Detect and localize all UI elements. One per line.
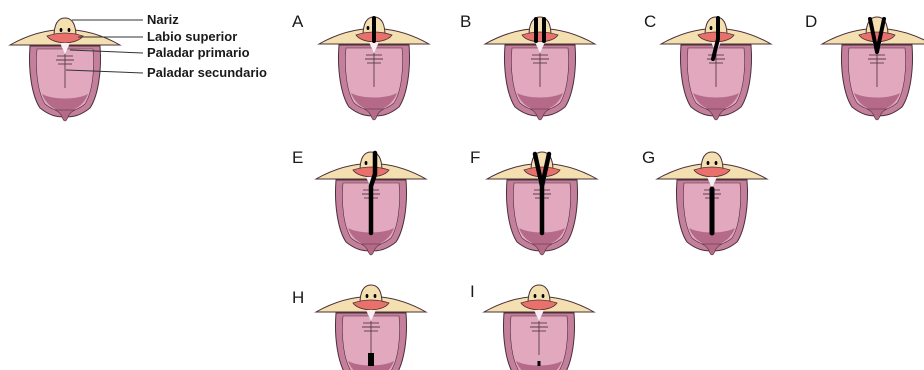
nostril-mark (365, 161, 368, 165)
reference-palate: Nariz Labio superior Paladar primario Pa… (10, 12, 267, 121)
label-nose: Nariz (147, 12, 179, 27)
panel-label-d: D (805, 12, 817, 31)
panel-b: B (460, 12, 595, 120)
panel-label-i: I (470, 282, 475, 301)
panel-label-h: H (292, 288, 304, 307)
panel-label-g: G (642, 148, 655, 167)
nostril-mark (534, 294, 537, 298)
panel-g: G (642, 148, 767, 255)
panel-d: D (805, 12, 924, 120)
palate-figure-d (822, 17, 924, 120)
nostril-mark (367, 26, 370, 30)
palate-figure-f (487, 152, 597, 255)
palate-figure-b (485, 17, 595, 120)
nostril-mark (715, 161, 718, 165)
palate-figure-a (319, 17, 429, 120)
panel-f: F (470, 148, 597, 255)
label-primary-palate: Paladar primario (147, 45, 250, 60)
panel-label-b: B (460, 12, 471, 31)
panel-c: C (644, 12, 771, 120)
panel-a: A (292, 12, 429, 120)
nostril-mark (542, 294, 545, 298)
palate-figure-e (316, 152, 426, 255)
panel-e: E (292, 148, 426, 255)
nostril-mark (374, 294, 377, 298)
panel-h: H (292, 285, 426, 370)
reference-anatomy (10, 18, 120, 121)
panel-label-c: C (644, 12, 656, 31)
panel-i: I (470, 282, 594, 370)
panel-label-e: E (292, 148, 303, 167)
palate-figure-g (657, 152, 767, 255)
label-secondary-palate: Paladar secundario (147, 65, 267, 80)
nostril-mark (710, 26, 713, 30)
panel-label-f: F (470, 148, 480, 167)
nostril-mark (366, 294, 369, 298)
nostril-mark (707, 161, 710, 165)
label-upper-lip: Labio superior (147, 29, 237, 44)
palate-figure-c (661, 17, 771, 120)
palate-figure-h (316, 285, 426, 370)
panel-label-a: A (292, 12, 304, 31)
palate-figure-i (484, 285, 594, 370)
